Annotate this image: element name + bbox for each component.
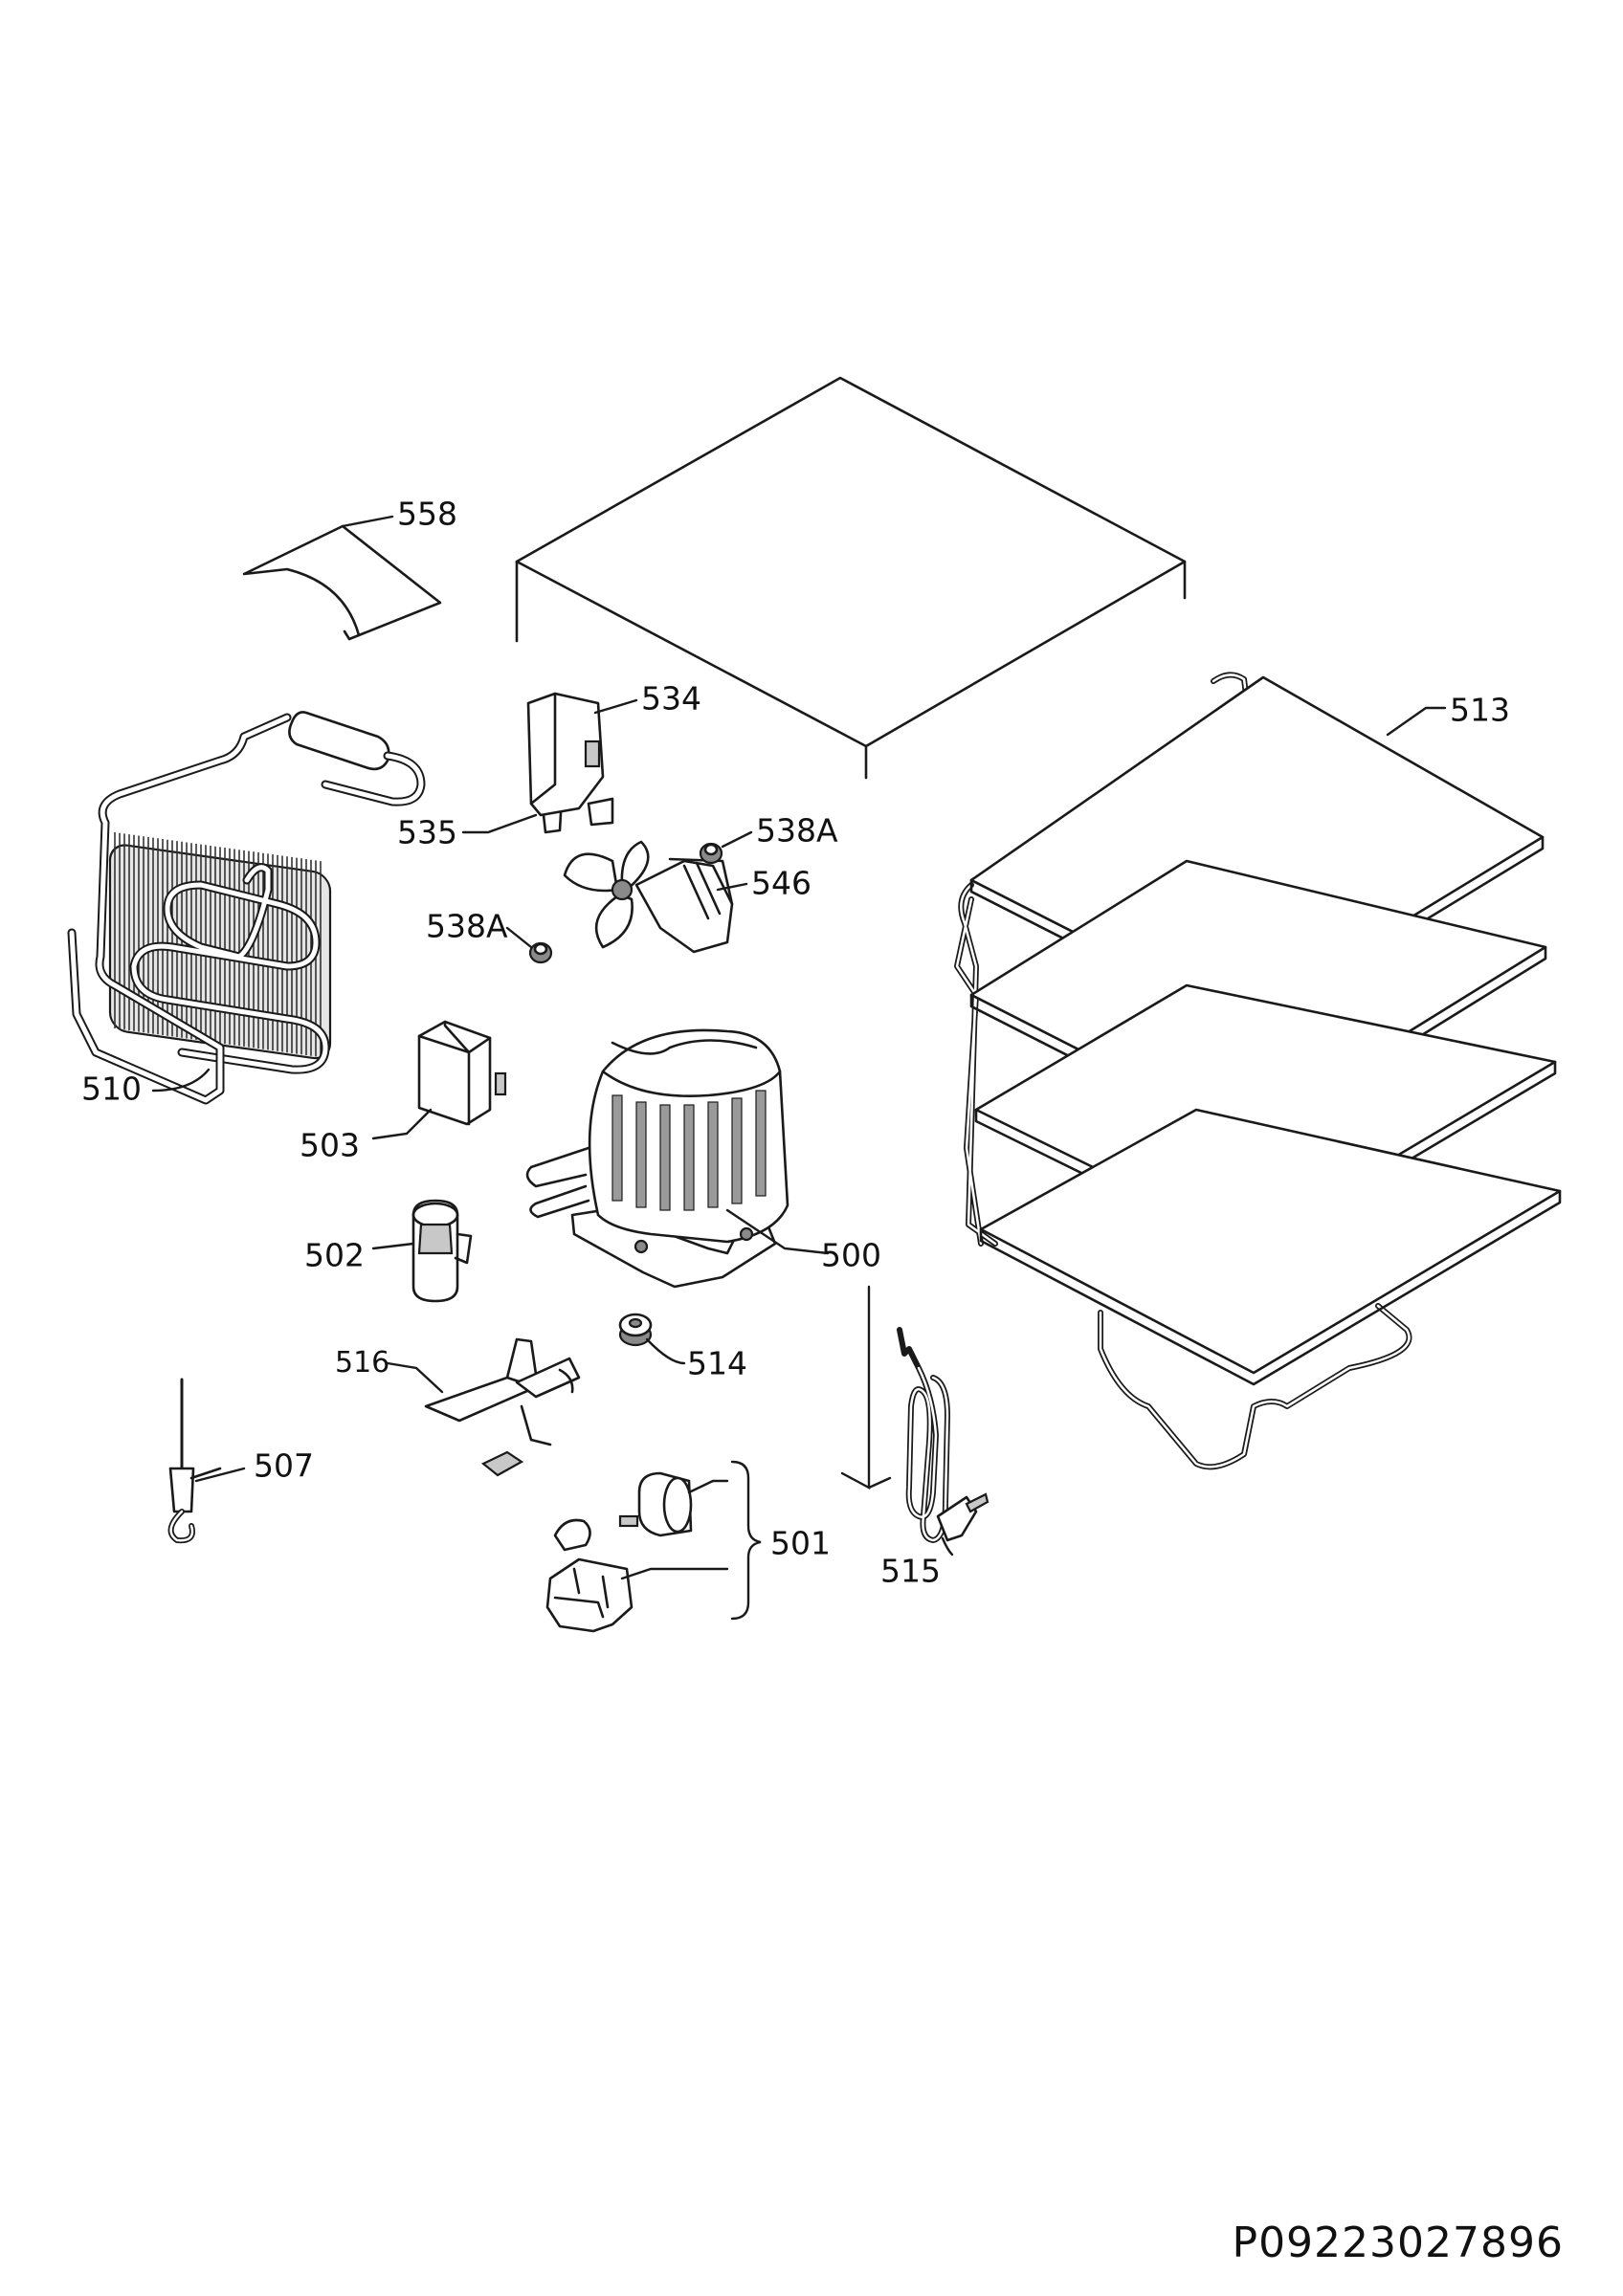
leader-558: [341, 515, 394, 528]
part-546-fan-motor: [563, 840, 734, 954]
part-538A-screw-right: [699, 842, 723, 865]
leader-503: [371, 1108, 433, 1140]
compressor-band: [659, 1104, 671, 1211]
callout-515: 515: [880, 1552, 941, 1590]
leader-502: [371, 1242, 415, 1250]
part-502-relay: [411, 1199, 473, 1303]
leader-538A-right: [721, 830, 753, 849]
leader-500: [725, 1208, 830, 1255]
leader-538A-left: [505, 926, 533, 949]
document-code: P09223027896: [1232, 2219, 1564, 2267]
leader-515: [941, 1536, 954, 1556]
leader-535: [461, 813, 538, 834]
part-514-grommet: [618, 1313, 653, 1347]
leader-514: [645, 1337, 686, 1365]
part-503-box: [417, 1020, 507, 1126]
callout-503: 503: [300, 1126, 360, 1164]
leader-513: [1386, 706, 1447, 737]
callout-516: 516: [335, 1346, 390, 1380]
callout-510: 510: [81, 1070, 142, 1108]
part-500-compressor: [525, 1028, 789, 1289]
callout-500: 500: [821, 1236, 881, 1274]
callout-513: 513: [1450, 691, 1510, 729]
assembly-arrow: [840, 1285, 892, 1490]
compressor-band: [755, 1090, 767, 1197]
part-515-power-cord: [897, 1327, 989, 1543]
cabinet-box: [515, 376, 1187, 780]
leader-546: [716, 882, 748, 892]
leader-534: [593, 698, 638, 715]
part-501-starter: [545, 1471, 693, 1633]
compressor-bands: [611, 1090, 767, 1211]
part-534-relay-cover: [526, 692, 614, 834]
compressor-band: [731, 1097, 743, 1204]
leader-516: [386, 1361, 444, 1394]
leader-507: [194, 1467, 246, 1483]
callout-558: 558: [397, 495, 457, 533]
part-507-sensor: [167, 1378, 222, 1544]
leader-501-top: [687, 1479, 729, 1494]
callout-535: 535: [397, 813, 457, 851]
callout-501: 501: [770, 1524, 831, 1562]
brace-501: [730, 1460, 762, 1621]
compressor-band: [707, 1101, 719, 1208]
callout-502: 502: [304, 1236, 365, 1274]
callout-546: 546: [751, 864, 812, 902]
callout-534: 534: [641, 679, 701, 718]
part-516-bracket: [424, 1337, 581, 1477]
leader-510: [151, 1068, 211, 1093]
compressor-band: [611, 1094, 623, 1202]
leader-501-bottom: [620, 1567, 729, 1580]
part-538A-screw-left: [528, 941, 553, 964]
callout-507: 507: [254, 1446, 314, 1485]
part-513-shelves: [954, 672, 1562, 1470]
part-510-condenser: [67, 711, 426, 1105]
callout-538A-left: 538A: [426, 907, 508, 945]
callout-538A-right: 538A: [756, 811, 838, 850]
compressor-band: [635, 1101, 647, 1208]
compressor-band: [683, 1104, 695, 1211]
part-558-cover: [242, 524, 442, 641]
callout-514: 514: [687, 1344, 747, 1382]
